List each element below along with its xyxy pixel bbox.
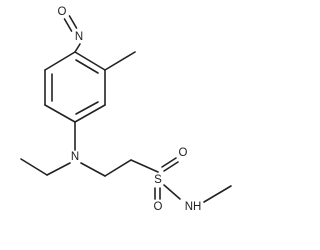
bond-ethyl-ch3 [20,158,48,176]
bond-ring-to-nitroso [74,43,81,53]
chemical-structure: O N N S O O NH [20,6,232,213]
bond-amine-ch2 [80,162,106,177]
bond-ch2-ch2 [104,159,132,177]
sulfonamide-nh-label: NH [185,201,202,213]
ring-double-bond-inner-2 [75,101,99,115]
sulfur-label: S [154,174,162,186]
sulfonyl-oxygen-bottom-label: O [154,201,163,213]
bond-s-nh [163,184,181,200]
ring-bond-6 [44,51,76,71]
bond-amine-ethyl-ch2 [46,162,71,176]
sulfonyl-oxygen-top-label: O [179,147,188,159]
bond-s-o-top-b [163,161,179,172]
ring-bond-1 [74,51,106,71]
bond-n-o-double-b [68,15,78,29]
bond-methyl [104,51,136,71]
ring-bond-3 [74,104,106,123]
bond-ch2-sulfur [130,159,159,173]
ring-double-bond-inner-1 [75,59,99,74]
ring-bond-4 [44,104,76,123]
amine-nitrogen-label: N [71,151,79,163]
bonds [20,15,232,203]
atom-labels: O N N S O O NH [58,6,202,213]
bond-n-o-double-a [63,18,73,32]
bond-nh-methyl [203,185,232,203]
nitroso-oxygen-label: O [58,6,67,18]
bond-s-o-top-a [161,157,177,168]
nitroso-nitrogen-label: N [75,31,83,43]
